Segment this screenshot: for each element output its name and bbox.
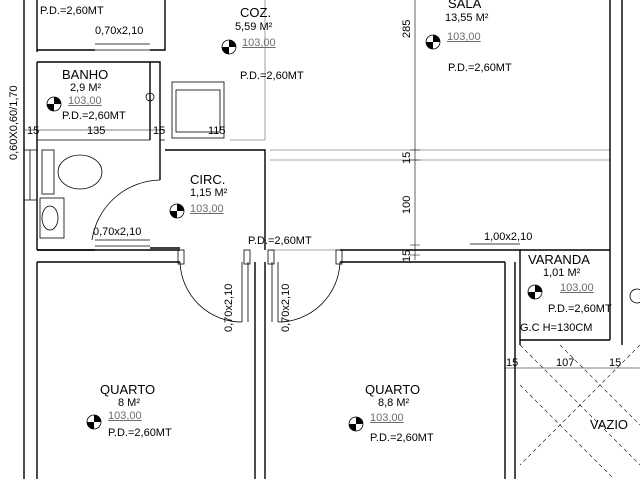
room-gc-varanda: G.C H=130CM	[520, 322, 593, 334]
room-pd-varanda: P.D.=2,60MT	[548, 303, 612, 315]
dim-sala-15b: 15	[401, 249, 413, 262]
door-varanda-label: 1,00x2,10	[484, 231, 533, 243]
toilet-tank	[41, 149, 55, 195]
room-level-quarto1: 103,00	[108, 410, 142, 422]
room-name-circ: CIRC.	[190, 172, 226, 187]
room-area-quarto1: 8 M²	[118, 397, 140, 409]
level-marker-circ	[169, 203, 185, 219]
room-pd-quarto1: P.D.=2,60MT	[108, 427, 172, 439]
dim-bottom-15b: 15	[609, 357, 622, 369]
level-marker-quarto2	[348, 416, 364, 432]
door-arc-banho	[91, 179, 161, 241]
level-marker-right-edge	[629, 288, 640, 304]
dim-sala-285: 285	[401, 19, 413, 38]
window-banho	[95, 239, 150, 247]
window-left-label: 0,60X0,60/1,70	[8, 85, 20, 160]
room-area-circ: 1,15 M²	[190, 187, 228, 199]
wall-coz	[165, 149, 266, 250]
vazio-hatch	[519, 344, 640, 479]
level-marker-varanda	[527, 284, 543, 300]
sink-basin	[41, 205, 59, 231]
room-level-quarto2: 103,00	[370, 412, 404, 424]
wall-left-window	[24, 149, 37, 201]
room-name-vazio: VAZIO	[590, 417, 629, 432]
room-level-coz: 103,00	[242, 37, 276, 49]
door-jamb-1	[177, 249, 185, 265]
coz-cabinet-line	[230, 0, 266, 141]
level-marker-banho	[46, 96, 62, 112]
room-name-banho: BANHO	[62, 67, 109, 82]
room-area-coz: 5,59 M²	[235, 21, 273, 33]
pd-top-left: P.D.=2,60MT	[40, 5, 104, 17]
level-marker-quarto1	[86, 414, 102, 430]
dim-sala-100: 100	[401, 195, 413, 214]
wall-q2-right	[504, 262, 516, 479]
stove-inner	[175, 89, 221, 133]
window-top	[95, 43, 150, 51]
level-marker-coz	[221, 39, 237, 55]
room-name-quarto2: QUARTO	[365, 382, 421, 397]
window-banho-label: 0,70x2,10	[93, 226, 142, 238]
room-pd-circ: P.D.=2,60MT	[248, 235, 312, 247]
room-pd-coz: P.D.=2,60MT	[240, 70, 304, 82]
room-area-quarto2: 8,8 M²	[378, 397, 410, 409]
wall-quarto-top-left	[37, 249, 180, 263]
door-leaf-q2	[271, 262, 279, 322]
door-jamb-3	[267, 249, 275, 265]
dim-ticks-sala	[410, 149, 420, 256]
dim-banho-width: 135	[87, 125, 106, 137]
room-level-sala: 103,00	[447, 31, 481, 43]
sink-coz	[145, 92, 155, 102]
toilet-bowl	[57, 154, 103, 190]
wall-quarto-top-right	[340, 249, 521, 345]
door-arc-q1	[179, 261, 243, 323]
wall-top-room	[37, 0, 166, 51]
dim-bottom-107: 107	[556, 357, 575, 369]
door-q1-label: 0,70x2,10	[223, 283, 235, 332]
dim-banho-left: 15	[27, 125, 40, 137]
door-q2-label: 0,70x2,10	[280, 283, 292, 332]
room-name-coz: COZ.	[240, 5, 272, 20]
room-level-banho: 103,00	[68, 95, 102, 107]
door-arc-q2	[277, 261, 341, 323]
dim-banho-right: 15	[153, 125, 166, 137]
door-jamb-2	[243, 249, 251, 265]
sink-counter	[39, 197, 65, 239]
room-name-quarto1: QUARTO	[100, 382, 156, 397]
wall-q1-right	[254, 262, 266, 479]
dim-sala-15a: 15	[401, 151, 413, 164]
room-area-varanda: 1,01 M²	[543, 267, 581, 279]
room-pd-banho: P.D.=2,60MT	[62, 110, 126, 122]
dim-bottom-15a: 15	[506, 357, 519, 369]
room-pd-sala: P.D.=2,60MT	[448, 62, 512, 74]
room-level-varanda: 103,00	[560, 282, 594, 294]
room-name-varanda: VARANDA	[528, 252, 590, 267]
stove	[171, 81, 225, 139]
room-level-circ: 103,00	[190, 203, 224, 215]
level-marker-sala	[425, 34, 441, 50]
room-area-banho: 2,9 M²	[70, 82, 102, 94]
door-jamb-4	[335, 249, 343, 265]
room-pd-quarto2: P.D.=2,60MT	[370, 432, 434, 444]
wall-right	[609, 0, 623, 345]
door-leaf-q1	[241, 262, 249, 322]
dim-coz-right: 115	[208, 125, 226, 137]
window-top-label: 0,70x2,10	[95, 25, 144, 37]
room-area-sala: 13,55 M²	[445, 12, 489, 24]
room-name-sala: SALA	[448, 0, 482, 11]
wall-varanda	[520, 249, 610, 341]
